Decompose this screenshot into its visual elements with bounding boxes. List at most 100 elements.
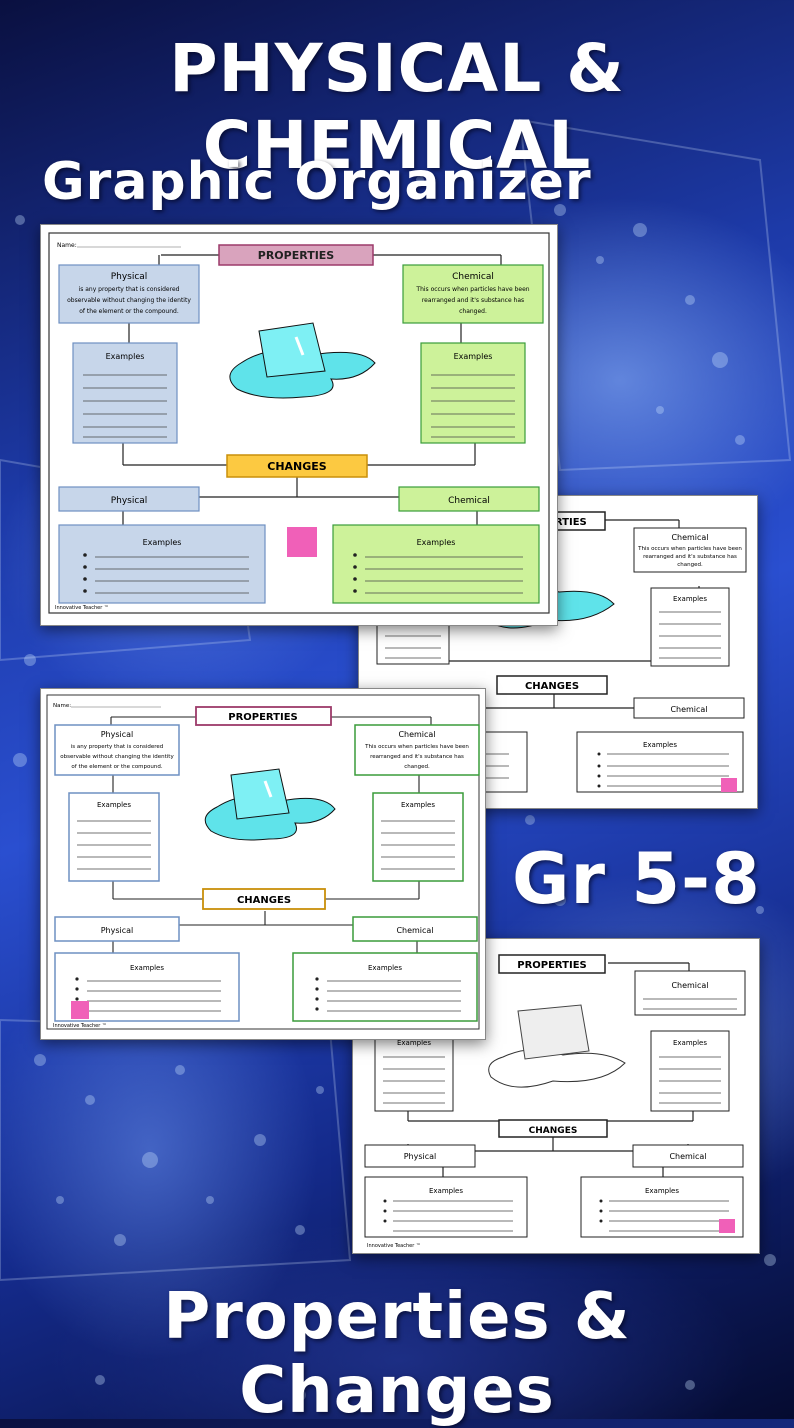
chemical-def-1: This occurs when particles have been xyxy=(364,744,469,750)
chemical-change-label: Chemical xyxy=(670,705,707,714)
chemical-box xyxy=(402,264,544,324)
chemical-def-2: rearranged and it's substance has xyxy=(422,297,524,304)
physical-change-examples-label: Examples xyxy=(429,1187,463,1195)
properties-box xyxy=(195,706,332,726)
chemical-change-examples-label: Examples xyxy=(643,741,677,749)
physical-def-3: of the element or the compound. xyxy=(71,764,162,770)
physical-change-box xyxy=(54,916,180,942)
physical-change-examples-box xyxy=(58,524,266,604)
worksheet-preview-c: Name: PROPERTIES Physical is any propert… xyxy=(40,688,486,1040)
chemical-change-examples-label: Examples xyxy=(645,1187,679,1195)
ice-cube-icon xyxy=(230,768,290,820)
chemical-def-3: changed. xyxy=(677,562,703,568)
worksheet-preview-a: Name: PROPERTIES Physical is any propert… xyxy=(40,224,558,626)
chemical-change-label: Chemical xyxy=(669,1152,706,1161)
chemical-examples-label: Examples xyxy=(673,1039,707,1047)
chemical-examples-box xyxy=(650,1030,730,1112)
chemical-change-examples-box xyxy=(332,524,540,604)
name-label: Name: xyxy=(53,703,71,709)
chemical-def-3: changed. xyxy=(459,308,487,315)
chemical-def-1: This occurs when particles have been xyxy=(415,286,529,293)
footer-label: Innovative Teacher ™ xyxy=(53,1023,107,1029)
headline-subtitle: Graphic Organizer xyxy=(42,152,592,212)
headline-bottom: Properties & Changes xyxy=(163,1280,631,1428)
physical-change-label: Physical xyxy=(404,1152,437,1161)
physical-examples-box xyxy=(68,792,160,882)
physical-examples-box xyxy=(374,1030,454,1112)
physical-examples-label: Examples xyxy=(397,1039,431,1047)
physical-box xyxy=(54,724,180,776)
properties-label: PROPERTIES xyxy=(258,249,335,262)
properties-box xyxy=(218,244,374,266)
chemical-change-examples-label: Examples xyxy=(368,964,402,972)
ice-cube-icon xyxy=(517,1004,590,1060)
changes-box xyxy=(498,1119,608,1138)
physical-change-box xyxy=(58,486,200,512)
chemical-change-examples-box xyxy=(292,952,478,1022)
chemical-change-label: Chemical xyxy=(448,496,490,506)
chemical-change-examples-box xyxy=(580,1176,744,1238)
chemical-box xyxy=(354,724,480,776)
physical-change-label: Physical xyxy=(101,926,134,935)
chemical-examples-box xyxy=(650,587,730,667)
chemical-examples-label: Examples xyxy=(673,595,707,603)
chemical-change-label: Chemical xyxy=(396,926,433,935)
chemical-box xyxy=(633,527,747,573)
physical-change-examples-label: Examples xyxy=(143,538,182,547)
physical-def-2: observable without changing the identity xyxy=(67,297,191,304)
properties-label: PROPERTIES xyxy=(228,712,298,723)
chemical-def-2: rearranged and it's substance has xyxy=(370,754,464,760)
physical-examples-box xyxy=(376,623,450,665)
chemical-examples-label: Examples xyxy=(401,801,435,809)
logo-icon xyxy=(719,1219,735,1233)
chemical-change-box xyxy=(632,1144,744,1168)
changes-box xyxy=(202,888,326,910)
chemical-def-1: This occurs when particles have been xyxy=(637,546,742,552)
changes-label: CHANGES xyxy=(237,895,291,906)
physical-change-examples-label: Examples xyxy=(130,964,164,972)
physical-change-label: Physical xyxy=(111,496,148,506)
chemical-change-box xyxy=(633,697,745,719)
chemical-def-3: changed. xyxy=(404,764,430,770)
chemical-change-box xyxy=(398,486,540,512)
changes-label: CHANGES xyxy=(267,460,327,473)
physical-label: Physical xyxy=(101,730,134,739)
chemical-label: Chemical xyxy=(671,981,708,990)
physical-def-2: observable without changing the identity xyxy=(60,754,174,760)
logo-icon xyxy=(721,778,737,792)
physical-examples-box xyxy=(72,342,178,444)
physical-change-examples-box xyxy=(364,1176,528,1238)
physical-examples-label: Examples xyxy=(106,352,145,361)
name-label: Name: xyxy=(57,242,77,249)
physical-box xyxy=(58,264,200,324)
ice-cube-icon xyxy=(258,322,326,378)
chemical-label: Chemical xyxy=(452,272,494,282)
chemical-label: Chemical xyxy=(398,730,435,739)
chemical-def-2: rearranged and it's substance has xyxy=(643,554,737,560)
chemical-change-examples-label: Examples xyxy=(417,538,456,547)
logo-icon xyxy=(287,527,317,557)
chemical-label: Chemical xyxy=(671,533,708,542)
physical-examples-label: Examples xyxy=(97,801,131,809)
changes-box xyxy=(496,675,608,695)
logo-icon xyxy=(71,1001,89,1019)
physical-label: Physical xyxy=(111,272,148,282)
grade-label: Gr 5-8 xyxy=(512,838,761,920)
physical-change-box xyxy=(364,1144,476,1168)
chemical-examples-label: Examples xyxy=(454,352,493,361)
physical-def-1: is any property that is considered xyxy=(79,286,180,293)
properties-box xyxy=(498,954,606,974)
properties-label: PROPERTIES xyxy=(517,960,587,971)
chemical-change-box xyxy=(352,916,478,942)
headline-title: PHYSICAL & CHEMICAL xyxy=(169,30,625,184)
chemical-box xyxy=(634,970,746,1016)
footer-label: Innovative Teacher ™ xyxy=(367,1243,421,1249)
physical-def-1: is any property that is considered xyxy=(71,744,164,750)
footer-label: Innovative Teacher ™ xyxy=(55,605,109,611)
changes-label: CHANGES xyxy=(525,681,579,692)
chemical-examples-box xyxy=(372,792,464,882)
chemical-examples-box xyxy=(420,342,526,444)
changes-box xyxy=(226,454,368,478)
changes-label: CHANGES xyxy=(529,1126,578,1136)
chemical-change-examples-box xyxy=(576,731,744,793)
